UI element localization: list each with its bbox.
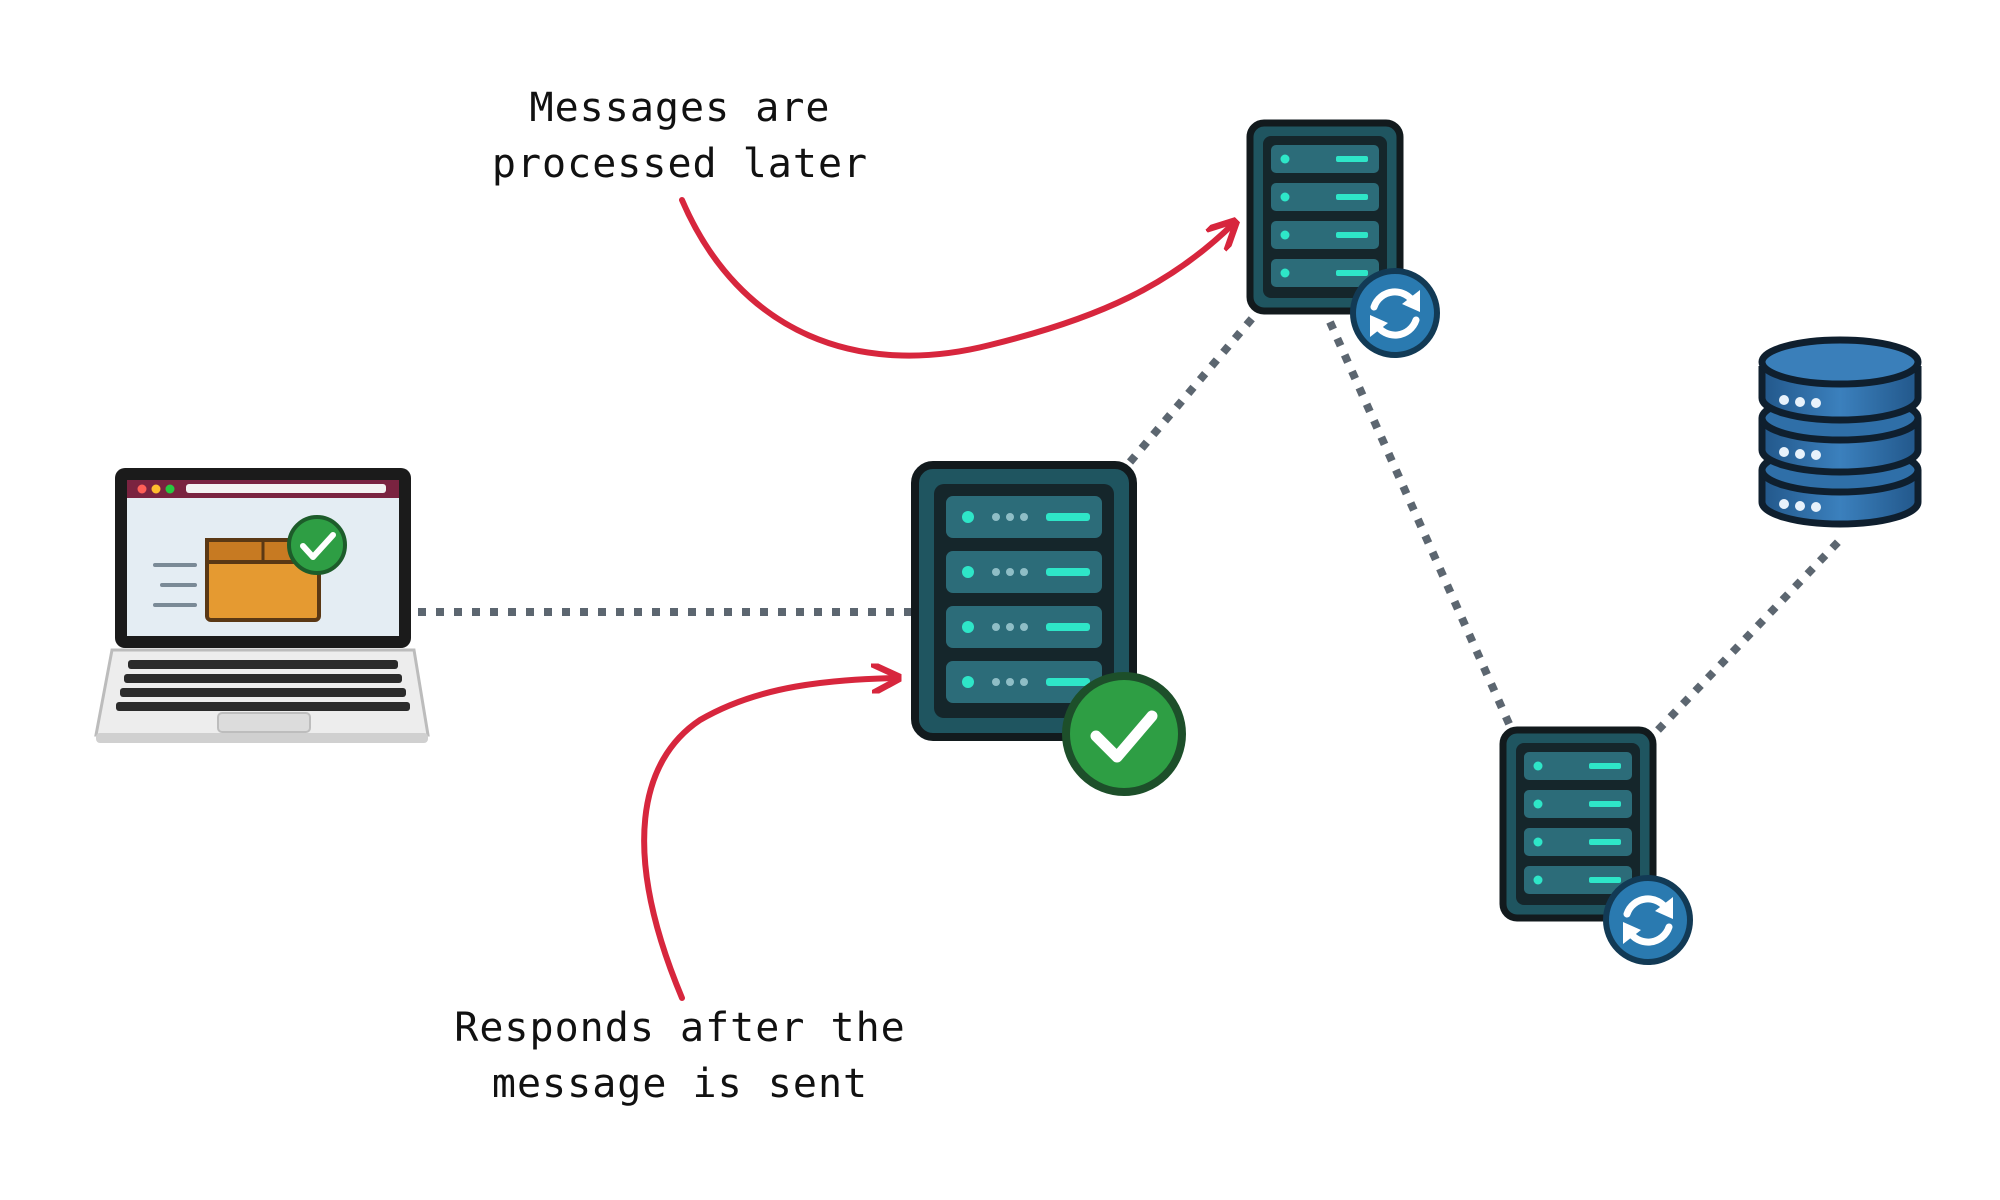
sync-badge-icon: [1350, 268, 1440, 358]
annotation-bottom-line-2: message is sent: [491, 1061, 869, 1107]
annotation-top-line-1: Messages are: [529, 85, 831, 131]
check-badge-icon: [1062, 672, 1186, 796]
annotation-bottom-line-1: Responds after the: [454, 1005, 906, 1051]
laptop-icon: [94, 468, 430, 743]
worker-top-server-icon: [1246, 119, 1440, 358]
connectors: [418, 312, 1843, 733]
check-badge-icon: [287, 515, 347, 575]
arrow-to-main-server: [641, 678, 894, 1001]
annotation-messages-processed-later: Messages are processed later: [440, 80, 920, 192]
connector-worker-top-worker-bottom: [1326, 320, 1514, 728]
database-indicators: [1779, 395, 1821, 512]
worker-bottom-server-icon: [1499, 726, 1693, 965]
connector-server-worker-top: [1126, 312, 1259, 465]
sync-badge-icon: [1603, 875, 1693, 965]
annotation-responds-after-sent: Responds after the message is sent: [400, 1000, 960, 1112]
database-icon: [1758, 336, 1922, 528]
main-server-icon: [911, 461, 1186, 796]
connector-worker-bottom-database: [1655, 537, 1843, 733]
keyboard: [116, 660, 410, 711]
annotation-top-line-2: processed later: [491, 141, 869, 187]
package-icon: [205, 538, 321, 622]
arrow-to-worker-top: [679, 197, 1232, 359]
